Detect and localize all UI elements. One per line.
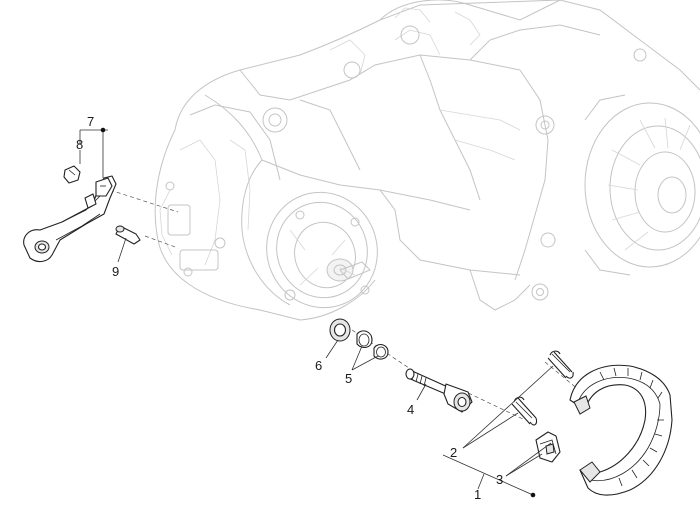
cam-shaft-part <box>405 368 473 413</box>
brake-lever-part <box>23 175 117 263</box>
spring-parts <box>511 350 574 426</box>
callout-6: 6 <box>315 358 322 373</box>
callout-7: 7 <box>87 114 94 129</box>
pin-part <box>115 225 141 245</box>
callout-labels: 7 8 9 6 5 4 2 3 1 <box>76 114 503 502</box>
reference-dots <box>100 127 536 498</box>
brake-shoes-part <box>569 364 673 496</box>
callout-1: 1 <box>474 487 481 502</box>
clutch-drum-ghost <box>241 159 378 309</box>
flywheel-fan-ghost <box>584 94 700 276</box>
callout-3: 3 <box>496 472 503 487</box>
callout-5: 5 <box>345 371 352 386</box>
circlip-parts <box>356 330 389 360</box>
bearing-ring-part <box>329 318 351 342</box>
callout-4: 4 <box>407 402 414 417</box>
leader-lines <box>79 129 554 496</box>
clip-nut-part <box>63 165 81 184</box>
callout-9: 9 <box>112 264 119 279</box>
callout-2: 2 <box>450 445 457 460</box>
ref-dot-lever <box>100 127 106 133</box>
shoe-bracket-part <box>535 431 561 463</box>
callout-8: 8 <box>76 137 83 152</box>
engine-casing-ghost <box>154 0 700 321</box>
ref-dot-shoes <box>530 492 536 498</box>
